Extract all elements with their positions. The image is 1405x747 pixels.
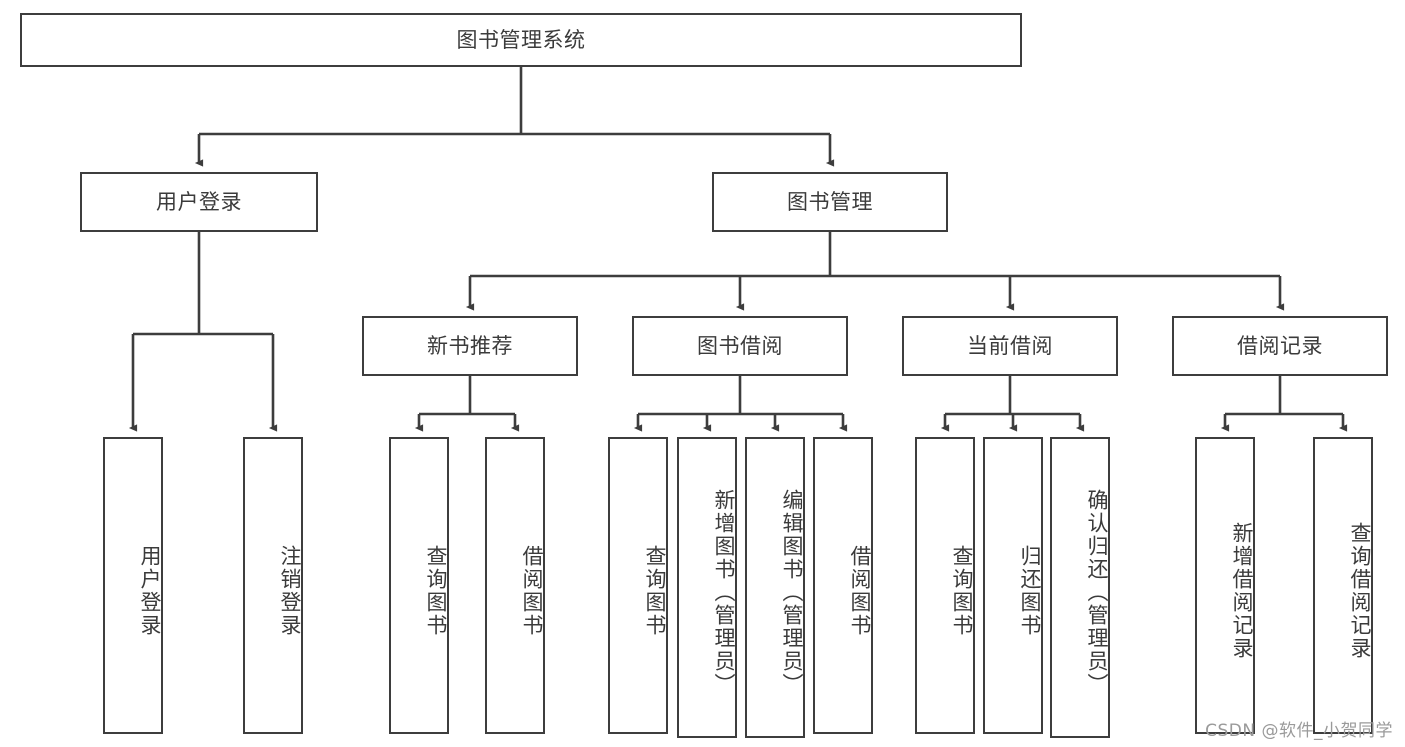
node-l2-user: 用户登录: [80, 172, 318, 232]
node-leaf-bw-add: 新增图书（管理员）: [677, 437, 737, 738]
node-leaf-bw-query: 查询图书: [608, 437, 668, 734]
node-leaf-user-login: 用户登录: [103, 437, 163, 734]
node-l3-record: 借阅记录: [1172, 316, 1388, 376]
node-leaf-user-logout: 注销登录: [243, 437, 303, 734]
node-leaf-bw-borrow: 借阅图书: [813, 437, 873, 734]
node-leaf-rec-query: 查询借阅记录: [1313, 437, 1373, 734]
node-leaf-rec-add: 新增借阅记录: [1195, 437, 1255, 734]
node-l3-borrow: 图书借阅: [632, 316, 848, 376]
node-leaf-nb-borrow: 借阅图书: [485, 437, 545, 734]
csdn-watermark: CSDN @软件_小贺同学: [1205, 721, 1393, 741]
node-leaf-nb-query: 查询图书: [389, 437, 449, 734]
node-root: 图书管理系统: [20, 13, 1022, 67]
node-leaf-cur-query: 查询图书: [915, 437, 975, 734]
node-l2-book: 图书管理: [712, 172, 948, 232]
node-l3-newbook: 新书推荐: [362, 316, 578, 376]
node-leaf-bw-edit: 编辑图书（管理员）: [745, 437, 805, 738]
node-leaf-cur-return: 归还图书: [983, 437, 1043, 734]
node-leaf-cur-confirm: 确认归还（管理员）: [1050, 437, 1110, 738]
node-l3-current: 当前借阅: [902, 316, 1118, 376]
